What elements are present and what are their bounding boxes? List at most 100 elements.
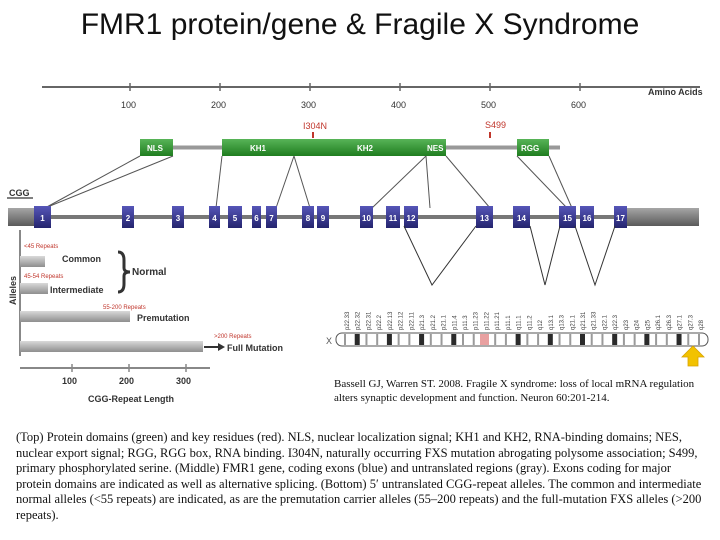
domain-rgg bbox=[517, 139, 549, 156]
chromosome-band-label: q26.1 bbox=[656, 314, 662, 330]
exon-17 bbox=[614, 206, 627, 228]
domain-label-kh2: KH2 bbox=[357, 144, 374, 153]
chromosome-band bbox=[622, 334, 625, 345]
chromosome-band bbox=[580, 334, 585, 345]
chromosome-band bbox=[451, 334, 457, 345]
chromosome-band-label: q26.3 bbox=[667, 314, 673, 330]
cgg-tick-label: 300 bbox=[176, 376, 191, 386]
chromosome-band-label: q27.1 bbox=[678, 314, 684, 330]
common-label: Common bbox=[62, 254, 101, 264]
i304n-label: I304N bbox=[303, 121, 327, 131]
exon-label-12: 12 bbox=[407, 214, 416, 223]
exon-label-5: 5 bbox=[233, 214, 238, 223]
intermediate-bar bbox=[20, 283, 48, 294]
exon-6 bbox=[252, 206, 261, 228]
exon-label-7: 7 bbox=[269, 214, 274, 223]
fmr1-locus-arrow-icon bbox=[681, 345, 705, 367]
domain-nes bbox=[426, 139, 446, 156]
chromosome-band bbox=[569, 334, 572, 345]
chromosome-band-label: q21.33 bbox=[592, 311, 598, 330]
chromosome-band bbox=[365, 334, 368, 345]
chromosome-band bbox=[504, 334, 507, 345]
chromosome-band-label: p22.12 bbox=[399, 311, 405, 330]
chromosome-band bbox=[676, 334, 682, 345]
full-mutation-label: Full Mutation bbox=[227, 343, 283, 353]
exon-label-8: 8 bbox=[306, 214, 311, 223]
cgg-tick-label: 100 bbox=[62, 376, 77, 386]
chromosome-band-label: p22.11 bbox=[409, 311, 415, 330]
chromosome-band bbox=[515, 334, 521, 345]
centromere bbox=[480, 334, 489, 345]
exon-label-3: 3 bbox=[176, 214, 181, 223]
chromosome-band bbox=[665, 334, 668, 345]
chromosome-band bbox=[655, 334, 658, 345]
exon-label-4: 4 bbox=[212, 214, 217, 223]
chromosome-band-label: q22.3 bbox=[613, 314, 619, 330]
common-bar bbox=[20, 256, 45, 267]
amino-acid-tick-label: 400 bbox=[391, 100, 406, 110]
chromosome-band bbox=[526, 334, 529, 345]
chromosome-band-label: q12 bbox=[538, 319, 544, 330]
chromosome-band-label: q23 bbox=[624, 319, 630, 330]
chromosome-band-label: q28 bbox=[699, 319, 705, 330]
chromosome-band bbox=[687, 334, 690, 345]
amino-acid-tick-label: 300 bbox=[301, 100, 316, 110]
chromosome-band-label: p22.2 bbox=[377, 314, 383, 330]
chromosome-band-label: p21.2 bbox=[431, 314, 437, 330]
chromosome-band-label: q27.3 bbox=[688, 314, 694, 330]
chromosome-band bbox=[397, 334, 400, 345]
chromosome-band-label: q25 bbox=[645, 319, 651, 330]
allele-common: <45 Repeats Common bbox=[20, 244, 101, 267]
chromosome-band bbox=[376, 334, 379, 345]
exon-label-11: 11 bbox=[389, 214, 398, 223]
chromosome-band bbox=[633, 334, 636, 345]
chromosome-band-label: q11.2 bbox=[527, 315, 533, 330]
chromosome-band-label: p21.1 bbox=[442, 314, 448, 330]
chromosome-band-label: p11.1 bbox=[506, 315, 512, 330]
exon-8 bbox=[302, 206, 314, 228]
normal-label: Normal bbox=[132, 267, 167, 278]
chromosome-band bbox=[601, 334, 604, 345]
chromosome-band bbox=[354, 334, 360, 345]
chromosome-band-label: p11.21 bbox=[495, 311, 501, 330]
exon-7 bbox=[266, 206, 277, 228]
allele-intermediate: 45-54 Repeats Intermediate bbox=[20, 274, 104, 295]
figure-caption: (Top) Protein domains (green) and key re… bbox=[16, 430, 702, 522]
domain-label-nes: NES bbox=[427, 144, 444, 153]
amino-acid-tick-label: 100 bbox=[121, 100, 136, 110]
chromosome-band bbox=[612, 334, 618, 345]
chromosome-band bbox=[698, 334, 700, 345]
domain-label-nls: NLS bbox=[147, 144, 164, 153]
chromosome-band-label: q24 bbox=[635, 319, 641, 330]
exon-3 bbox=[172, 206, 184, 228]
chromosome-band bbox=[462, 334, 464, 345]
exon-label-16: 16 bbox=[583, 214, 592, 223]
chromosome-band-label: p11.23 bbox=[474, 311, 480, 330]
exon-12 bbox=[404, 206, 418, 228]
protein-domains: NLS KH1 KH2 NES RGG bbox=[140, 139, 549, 156]
chromosome-band bbox=[408, 334, 411, 345]
exon-16 bbox=[580, 206, 594, 228]
amino-acid-tick-label: 200 bbox=[211, 100, 226, 110]
utr-3prime bbox=[627, 208, 699, 226]
chromosome-band-label: p11.4 bbox=[452, 315, 458, 330]
premutation-label: Premutation bbox=[137, 313, 190, 323]
chromosome-band bbox=[419, 334, 425, 345]
chromosome-band-label: p22.33 bbox=[345, 311, 351, 330]
exon-15 bbox=[559, 206, 576, 228]
premutation-bar bbox=[20, 311, 130, 322]
chromosome-band bbox=[537, 334, 540, 345]
chromosome-band bbox=[644, 334, 650, 345]
cgg-tick-label: 200 bbox=[119, 376, 134, 386]
exon-5 bbox=[228, 206, 242, 228]
exon-label-1: 1 bbox=[40, 214, 45, 223]
full-mutation-bar bbox=[20, 341, 203, 352]
exon-1 bbox=[34, 206, 51, 228]
chromosome-band-label: q21.1 bbox=[570, 314, 576, 330]
exon-label-6: 6 bbox=[254, 214, 259, 223]
domain-nls bbox=[140, 139, 173, 156]
chromosome-band-label: q22.1 bbox=[602, 314, 608, 330]
allele-premutation: 55-200 Repeats Premutation bbox=[20, 305, 190, 323]
